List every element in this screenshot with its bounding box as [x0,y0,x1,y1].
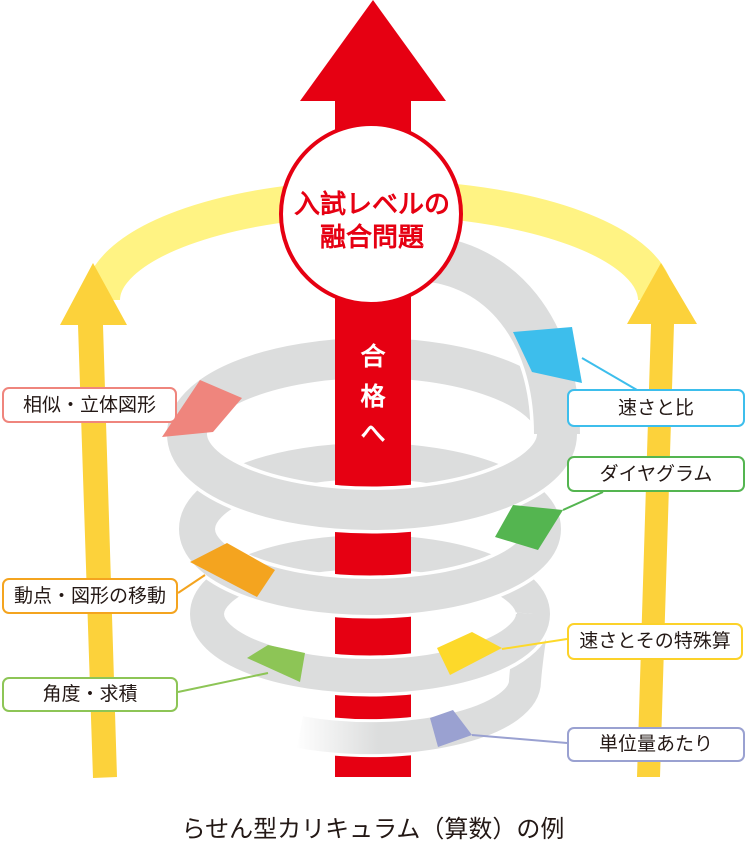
topic-label-moving-point: 動点・図形の移動 [2,578,178,614]
segment-per-unit [430,710,472,747]
leader-lines [177,357,638,744]
segment-moving-point [190,543,275,597]
topic-label-text: ダイヤグラム [599,462,713,485]
topic-label-per-unit: 単位量あたり [567,727,745,762]
topic-label-diagram: ダイヤグラム [567,456,745,492]
spiral-top-turn [417,235,580,435]
topic-label-text: 速さと比 [617,396,694,419]
topic-label-speed-special: 速さとその特殊算 [567,623,743,660]
segment-speed-ratio [513,327,582,383]
leader-diagram [562,491,604,511]
segment-angle-area [247,645,305,682]
topic-label-text: 角度・求積 [42,683,138,705]
shaft-label-char-1: 合 [360,342,386,371]
goal-circle [279,122,463,306]
spiral-front-bands [163,231,584,758]
leader-speed-special [501,638,568,650]
segment-similarity-solids [162,380,242,437]
leader-speed-ratio [581,357,638,391]
shaft-label-char-2: 格 [360,382,386,411]
left-yellow-arrow-icon [60,263,127,778]
spiral-topic-segments [162,327,582,747]
topic-label-text: 相似・立体図形 [22,393,156,416]
figure-caption: らせん型カリキュラム（算数）の例 [181,815,565,843]
red-arrowhead-icon [300,0,446,101]
leader-angle-area [177,672,269,693]
right-yellow-arrow-icon [627,263,697,777]
spiral-ring-1-front [167,432,577,530]
leader-moving-point [177,574,206,594]
leader-per-unit [471,734,568,744]
topic-label-text: 速さとその特殊算 [579,630,731,652]
topic-label-similarity-solids: 相似・立体図形 [2,387,177,423]
goal-text-line2: 融合問題 [320,222,425,253]
shaft-label-char-3: へ [360,419,385,448]
spiral-ring-3-front [190,612,550,693]
topic-label-text: 単位量あたり [598,733,713,755]
segment-speed-special [437,632,502,675]
topic-label-angle-area: 角度・求積 [2,677,178,712]
topic-label-text: 動点・図形の移動 [13,584,166,607]
spiral-tail [297,612,549,755]
goal-text-line1: 入試レベルの [294,189,450,220]
topic-label-speed-ratio: 速さと比 [567,389,745,427]
segment-diagram [495,505,563,550]
